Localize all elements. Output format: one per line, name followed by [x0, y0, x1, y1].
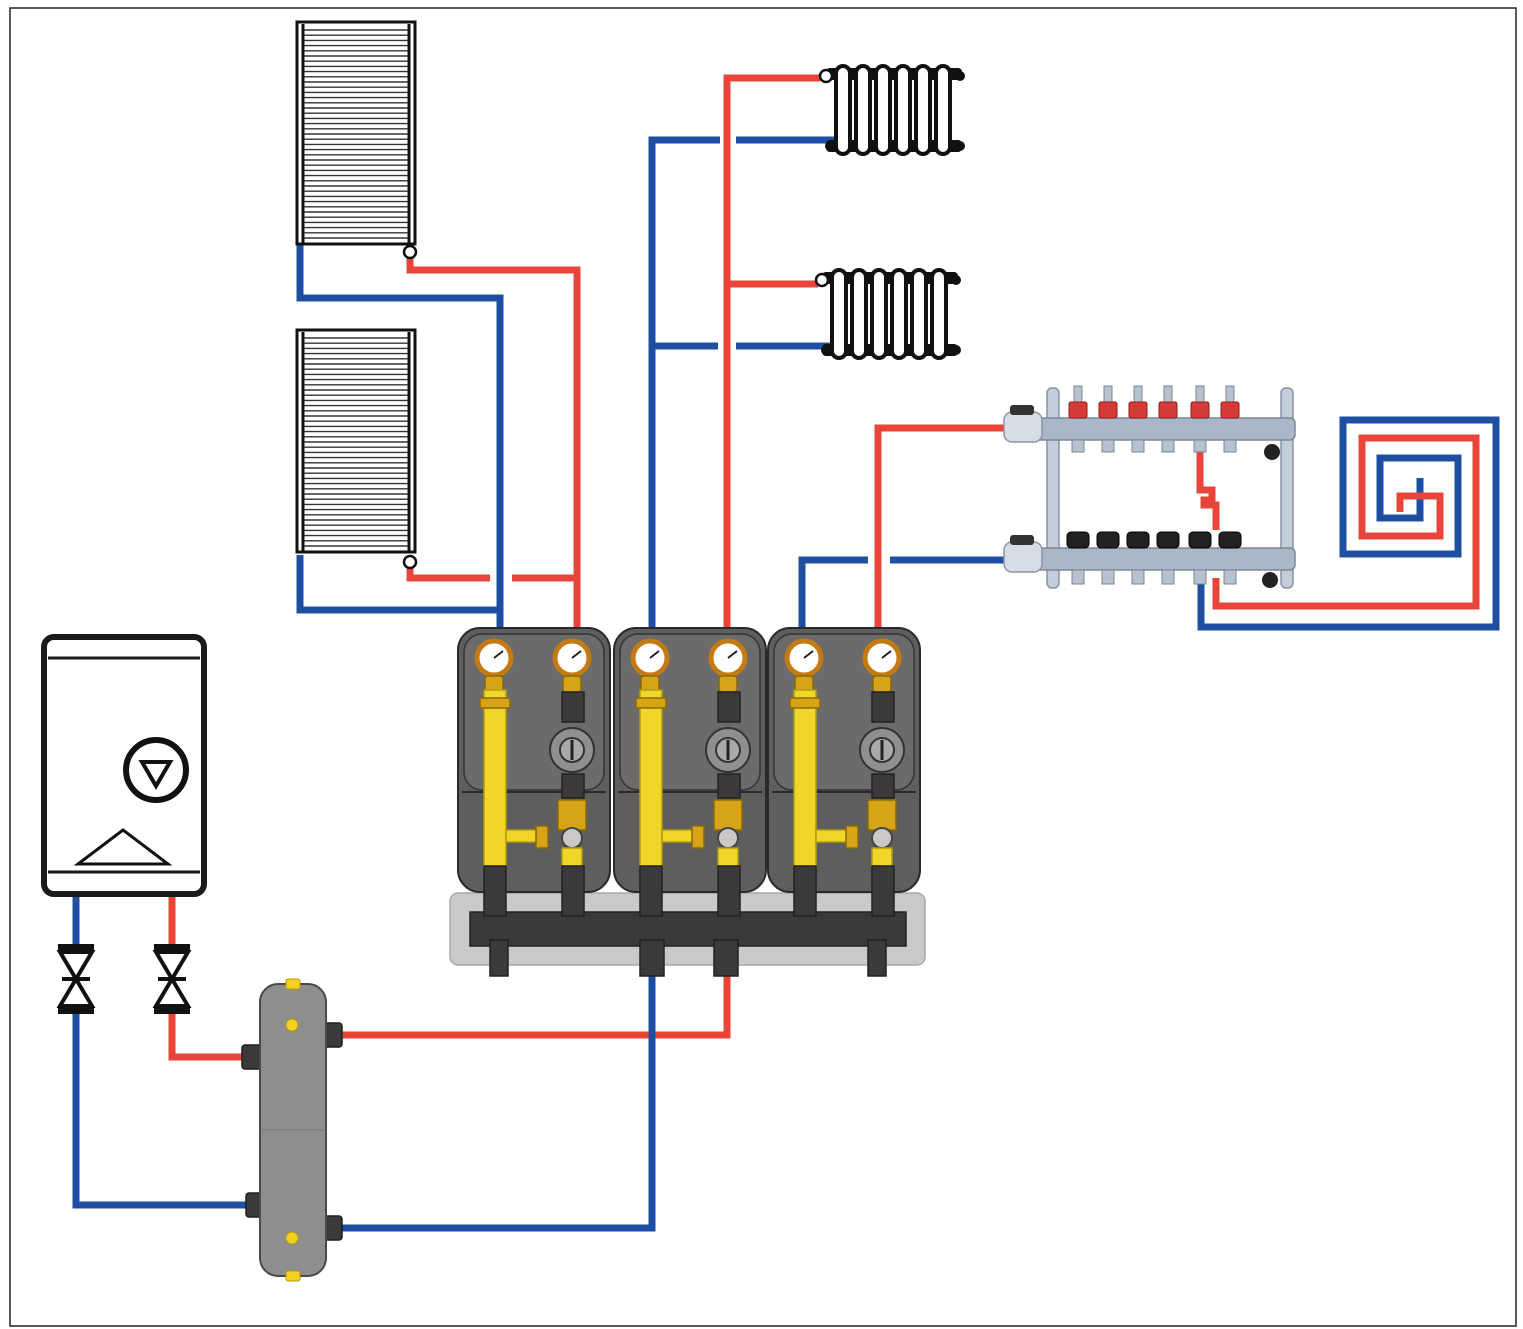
loop-valve-knob: [1188, 531, 1212, 549]
flow-meter-knob: [1190, 401, 1210, 419]
radiator-return-pipe: [648, 136, 720, 630]
radiator-section: [890, 268, 908, 360]
pump-station-2: [613, 627, 767, 917]
flow-meter-knob: [1158, 401, 1178, 419]
loop-valve-knob: [1096, 531, 1120, 549]
loop-valve-knob: [1218, 531, 1242, 549]
valve-icon: [56, 944, 96, 1014]
radiator-section: [930, 268, 948, 360]
radiator-section: [830, 268, 848, 360]
radiator-section: [914, 64, 932, 156]
radiator-section: [870, 268, 888, 360]
separator-vent-top: [285, 1018, 299, 1032]
radiator-section: [850, 268, 868, 360]
radiator-section: [934, 64, 952, 156]
pump-station-1: [457, 627, 611, 917]
flow-meter-knob: [1098, 401, 1118, 419]
triangle-symbol-icon: [73, 828, 173, 866]
manifold-supply-bar: [1004, 417, 1296, 441]
towel-supply-pipe-lower-a: [406, 565, 490, 582]
manifold-return-bar: [1004, 547, 1296, 571]
flow-meter-knob: [1128, 401, 1148, 419]
floor-bypass-pipe: [1196, 445, 1220, 530]
floor-return-pipe: [798, 556, 868, 630]
sectional-radiator-upper: [818, 64, 965, 156]
radiator-section: [894, 64, 912, 156]
loop-valve-knob: [1066, 531, 1090, 549]
sectional-radiator-lower: [814, 268, 961, 360]
mixing-valve: [867, 799, 897, 831]
floor-loop-return: [1197, 416, 1500, 631]
radiator-section: [854, 64, 872, 156]
mixing-valve: [557, 799, 587, 831]
distribution-header: [449, 892, 926, 977]
radiator-section: [874, 64, 892, 156]
underfloor-manifold: [1003, 385, 1296, 589]
radiator-section: [910, 268, 928, 360]
separator-drain-bottom: [285, 1231, 299, 1245]
mixing-valve: [713, 799, 743, 831]
supply-riser: [639, 689, 663, 869]
radiator-section: [834, 64, 852, 156]
towel-radiator-lower: [295, 328, 418, 570]
diagram-frame: [9, 7, 1517, 1327]
pipes: [72, 74, 1500, 1232]
towel-radiator-upper: [295, 20, 418, 260]
header-return-stub: [639, 939, 665, 977]
boiler-return-pipe: [72, 893, 255, 1209]
flow-meter-knob: [1068, 401, 1088, 419]
supply-riser: [483, 689, 507, 869]
towel-return-pipe-upper: [296, 245, 504, 630]
pump-station-3: [767, 627, 921, 917]
towel-return-pipe-lower: [296, 555, 500, 614]
header-supply-pipe: [338, 975, 731, 1039]
floor-loop-supply: [1212, 434, 1480, 610]
header-supply-stub: [713, 939, 739, 977]
hydraulic-separator: [241, 978, 343, 1282]
radiator-supply-pipe: [723, 74, 820, 630]
floor-supply-pipe: [874, 424, 1005, 630]
header-return-pipe: [338, 975, 656, 1232]
loop-valve-knob: [1126, 531, 1150, 549]
supply-riser: [793, 689, 817, 869]
towel-supply-pipe-upper: [406, 255, 581, 630]
loop-valve-knob: [1156, 531, 1180, 549]
valve-icon: [152, 944, 192, 1014]
boiler-supply-pipe: [168, 893, 250, 1061]
gas-boiler: [41, 634, 207, 897]
flow-meter-knob: [1220, 401, 1240, 419]
header-bar: [469, 911, 907, 947]
pump-symbol-icon: [123, 737, 189, 803]
